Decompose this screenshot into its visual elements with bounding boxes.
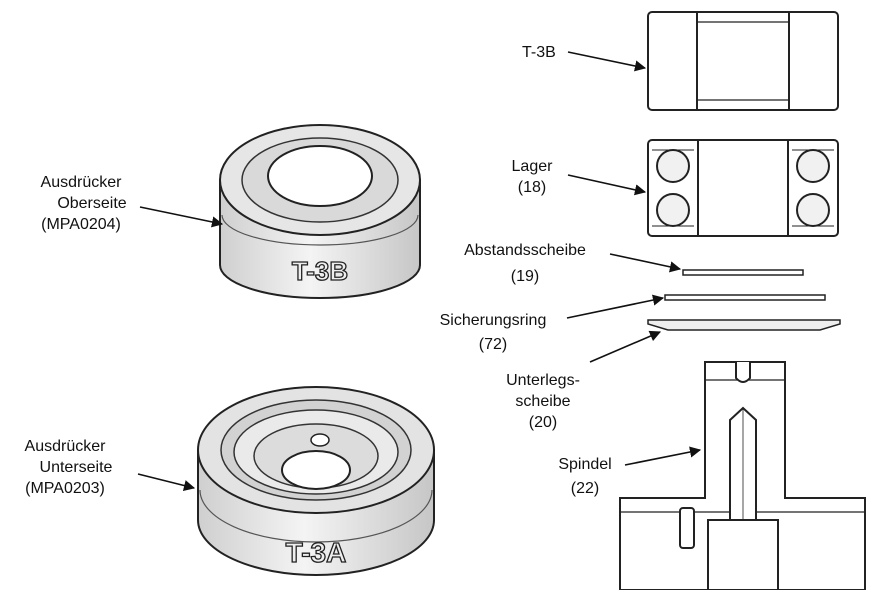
label-circlip-line2: (72) (478, 336, 508, 353)
arrow-oben (139, 206, 224, 228)
engraving-t3b: T-3B (292, 256, 348, 286)
label-washer: Unterlegs- scheibe (20) (488, 370, 598, 433)
label-spindle: Spindel (22) (540, 454, 630, 499)
arrow-unten (137, 473, 196, 491)
bearing-section (647, 139, 839, 237)
label-ejector-bottom-line3: (MPA0203) (25, 480, 105, 497)
label-spacer-line2: (19) (510, 268, 540, 285)
leader-arrows (137, 51, 702, 491)
engraving-t3a: T-3A (286, 537, 347, 568)
label-ejector-top-line3: (MPA0204) (41, 216, 121, 233)
label-spindle-line2: (22) (570, 480, 600, 497)
label-spacer-line1: Abstandsscheibe (464, 242, 586, 259)
label-ejector-bottom-line2: Unterseite (39, 459, 113, 476)
label-t3b: T-3B (522, 44, 556, 61)
label-circlip-line1: Sicherungsring (439, 312, 547, 329)
arrow-lager (567, 174, 647, 196)
label-ejector-top-line1: Ausdrücker (40, 174, 122, 191)
label-spacer: Abstandsscheibe (19) (440, 240, 610, 287)
label-bearing: Lager (18) (492, 156, 572, 198)
ejector-top-part: T-3B (219, 124, 421, 299)
label-ejector-bottom: Ausdrücker Unterseite (MPA0203) (0, 436, 130, 499)
label-bearing-line1: Lager (511, 158, 553, 175)
label-bearing-line2: (18) (517, 179, 547, 196)
washer-plate (647, 319, 841, 331)
arrow-sicherung (566, 294, 665, 319)
label-washer-line3: (20) (528, 414, 558, 431)
arrow-t3b (567, 51, 647, 72)
label-washer-line1: Unterlegs- (506, 372, 580, 389)
label-spindle-line1: Spindel (558, 456, 612, 473)
spacer-washer (682, 269, 804, 276)
label-ejector-bottom-line1: Ausdrücker (24, 438, 106, 455)
spindle-section (619, 361, 866, 590)
ejector-bottom-part: T-3A (197, 386, 435, 576)
label-ejector-top-line2: Oberseite (57, 195, 127, 212)
circlip-ring (664, 294, 826, 301)
t3b-section (647, 11, 839, 111)
label-ejector-top: Ausdrücker Oberseite (MPA0204) (16, 172, 146, 235)
label-washer-line2: scheibe (515, 393, 571, 410)
arrow-unterleg (589, 330, 662, 363)
arrow-spindel (624, 446, 702, 466)
label-circlip: Sicherungsring (72) (418, 310, 568, 355)
arrow-abstand (609, 253, 682, 273)
